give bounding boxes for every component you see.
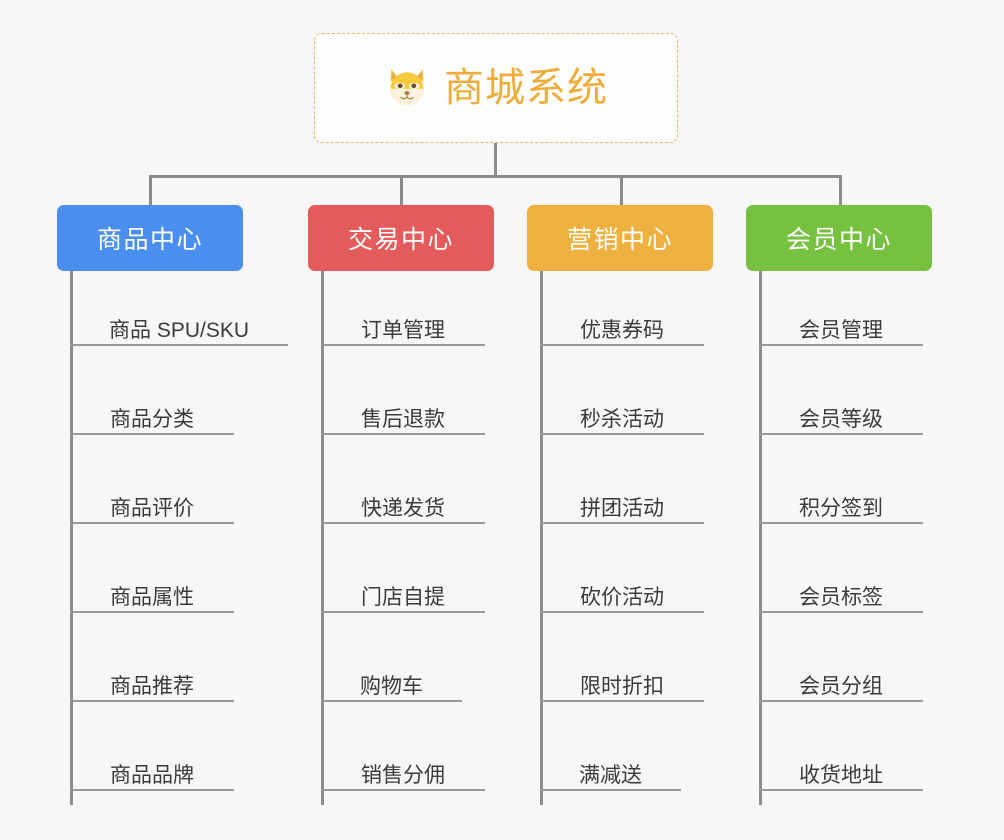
leaf-item[interactable]: 商品品牌 xyxy=(70,727,234,791)
connector-root-stem xyxy=(494,143,497,177)
branch-spine-4 xyxy=(759,271,762,805)
leaf-item[interactable]: 收货地址 xyxy=(759,727,923,791)
leaf-item[interactable]: 限时折扣 xyxy=(540,638,704,702)
connector-horizontal-bus xyxy=(149,175,842,178)
leaf-item[interactable]: 快递发货 xyxy=(321,460,485,524)
leaf-item[interactable]: 会员等级 xyxy=(759,371,923,435)
branch-header-label-3: 营销中心 xyxy=(566,226,673,254)
leaf-label: 售后退款 xyxy=(361,407,445,431)
leaf-label: 积分签到 xyxy=(799,496,883,520)
leaf-item[interactable]: 会员分组 xyxy=(759,638,923,702)
branch-header-label-4: 会员中心 xyxy=(785,226,892,254)
root-node[interactable]: 商城系统 xyxy=(314,33,678,143)
leaf-label: 会员标签 xyxy=(799,585,883,609)
leaf-item[interactable]: 门店自提 xyxy=(321,549,485,613)
branch-header-1[interactable]: 商品中心 xyxy=(57,205,243,271)
leaf-label: 购物车 xyxy=(360,674,423,698)
leaf-label: 会员管理 xyxy=(799,318,883,342)
root-title: 商城系统 xyxy=(444,66,608,110)
leaf-label: 商品 SPU/SKU xyxy=(108,318,250,342)
leaf-item[interactable]: 售后退款 xyxy=(321,371,485,435)
leaf-item[interactable]: 拼团活动 xyxy=(540,460,704,524)
leaf-label: 满减送 xyxy=(579,763,642,787)
leaf-item[interactable]: 销售分佣 xyxy=(321,727,485,791)
leaf-item[interactable]: 商品 SPU/SKU xyxy=(70,282,288,346)
leaf-item[interactable]: 秒杀活动 xyxy=(540,371,704,435)
leaf-item[interactable]: 会员标签 xyxy=(759,549,923,613)
leaf-label: 收货地址 xyxy=(799,763,883,787)
branch-header-4[interactable]: 会员中心 xyxy=(746,205,932,271)
leaf-label: 快递发货 xyxy=(361,496,445,520)
leaf-item[interactable]: 满减送 xyxy=(540,727,681,791)
leaf-label: 商品评价 xyxy=(110,496,194,520)
leaf-label: 拼团活动 xyxy=(580,496,664,520)
leaf-item[interactable]: 购物车 xyxy=(321,638,462,702)
leaf-item[interactable]: 商品推荐 xyxy=(70,638,234,702)
branch-spine-1 xyxy=(70,271,73,805)
leaf-item[interactable]: 积分签到 xyxy=(759,460,923,524)
leaf-label: 商品属性 xyxy=(110,585,194,609)
leaf-label: 门店自提 xyxy=(361,585,445,609)
leaf-label: 会员等级 xyxy=(799,407,883,431)
branch-header-label-1: 商品中心 xyxy=(96,226,203,254)
connector-drop-4 xyxy=(839,175,842,207)
leaf-label: 商品分类 xyxy=(110,407,194,431)
branch-spine-2 xyxy=(321,271,324,805)
leaf-item[interactable]: 砍价活动 xyxy=(540,549,704,613)
branch-header-3[interactable]: 营销中心 xyxy=(527,205,713,271)
shiba-dog-face-icon xyxy=(390,69,424,106)
leaf-item[interactable]: 订单管理 xyxy=(321,282,485,346)
leaf-label: 秒杀活动 xyxy=(580,407,664,431)
leaf-label: 订单管理 xyxy=(361,318,445,342)
leaf-label: 优惠券码 xyxy=(580,318,664,342)
leaf-item[interactable]: 商品分类 xyxy=(70,371,234,435)
branch-header-label-2: 交易中心 xyxy=(347,226,454,254)
leaf-label: 商品推荐 xyxy=(110,674,194,698)
leaf-label: 销售分佣 xyxy=(361,763,445,787)
leaf-label: 砍价活动 xyxy=(580,585,664,609)
leaf-item[interactable]: 商品属性 xyxy=(70,549,234,613)
leaf-item[interactable]: 会员管理 xyxy=(759,282,923,346)
connector-drop-3 xyxy=(620,175,623,207)
leaf-label: 限时折扣 xyxy=(580,674,664,698)
branch-spine-3 xyxy=(540,271,543,805)
connector-drop-2 xyxy=(400,175,403,207)
connector-drop-1 xyxy=(149,175,152,207)
leaf-item[interactable]: 优惠券码 xyxy=(540,282,704,346)
leaf-label: 会员分组 xyxy=(799,674,883,698)
branch-header-2[interactable]: 交易中心 xyxy=(308,205,494,271)
leaf-item[interactable]: 商品评价 xyxy=(70,460,234,524)
leaf-label: 商品品牌 xyxy=(110,763,194,787)
